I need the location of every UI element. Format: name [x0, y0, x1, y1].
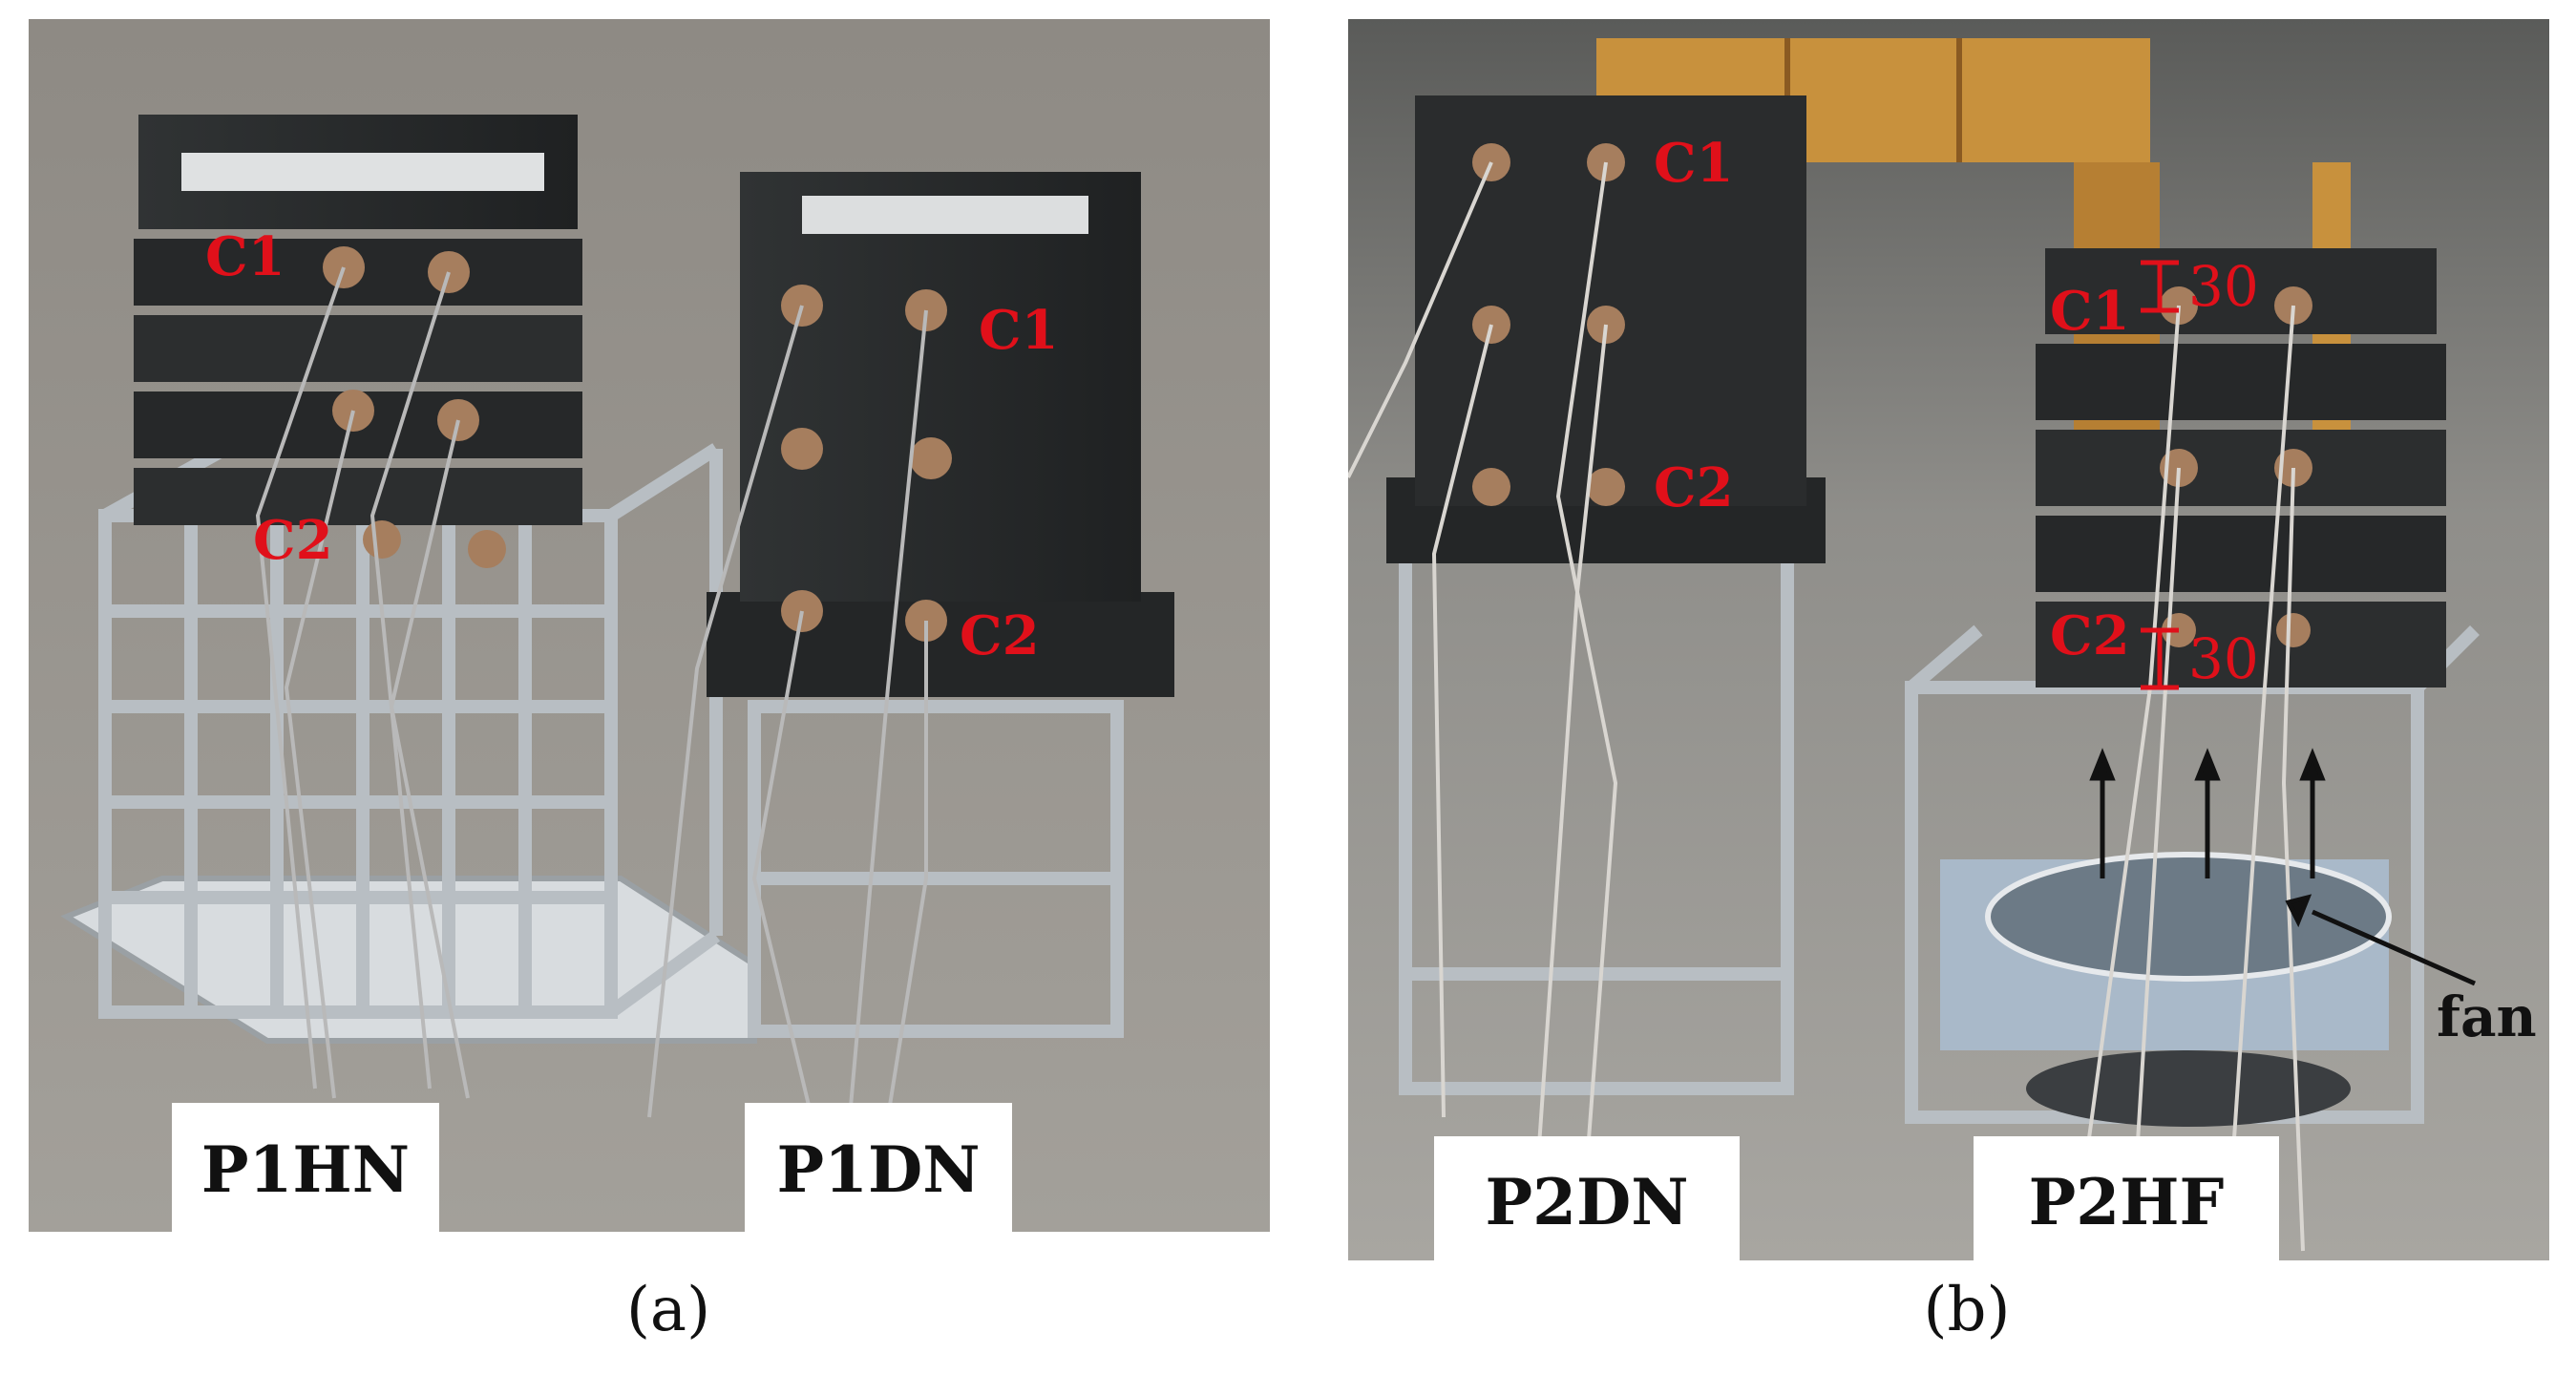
caption-b: (b)	[1923, 1275, 2011, 1345]
photo-a-scene: C1 C2 C1 C2 P1HN P1DN	[29, 19, 1270, 1232]
dimension-top: 30	[2188, 254, 2259, 319]
fan-label: fan	[2437, 984, 2537, 1049]
specimen-p1dn	[707, 172, 1174, 697]
name-box-p2hf	[1974, 1136, 2279, 1260]
specimen-name-p1dn: P1DN	[776, 1132, 980, 1207]
label-p2hf-c2: C2	[2050, 604, 2130, 667]
photo-b-scene: 30 30 C1 C2 C1 C2 fan P2DN P2HF	[1348, 19, 2549, 1260]
specimen-name-p2dn: P2DN	[1485, 1165, 1688, 1239]
label-p1hn-c2: C2	[253, 509, 333, 572]
name-box-p1dn	[745, 1103, 1012, 1232]
name-box-p2dn	[1434, 1136, 1740, 1260]
name-box-p1hn	[172, 1103, 439, 1232]
label-p2dn-c2: C2	[1654, 456, 1734, 519]
photo-panel-b: 30 30 C1 C2 C1 C2 fan P2DN P2HF	[1348, 19, 2549, 1260]
label-p2hf-c1: C1	[2050, 280, 2130, 343]
label-p1dn-c1: C1	[979, 299, 1059, 362]
metal-frame-left	[98, 413, 723, 1019]
airflow-arrows	[2089, 748, 2477, 986]
specimen-name-p1hn: P1HN	[201, 1132, 410, 1207]
sensor-wires	[255, 266, 928, 1118]
sensor-wires	[1348, 161, 2305, 1252]
dimension-bottom: 30	[2188, 626, 2259, 691]
label-p2dn-c1: C1	[1654, 132, 1734, 195]
dimension-markers	[2141, 260, 2179, 690]
specimen-name-p2hf: P2HF	[2029, 1165, 2225, 1239]
specimen-p2hf	[2036, 248, 2446, 688]
label-p1dn-c2: C2	[960, 604, 1040, 667]
photo-panel-a: C1 C2 C1 C2 P1HN P1DN	[29, 19, 1270, 1232]
caption-a: (a)	[625, 1275, 711, 1345]
label-p1hn-c1: C1	[205, 225, 285, 288]
